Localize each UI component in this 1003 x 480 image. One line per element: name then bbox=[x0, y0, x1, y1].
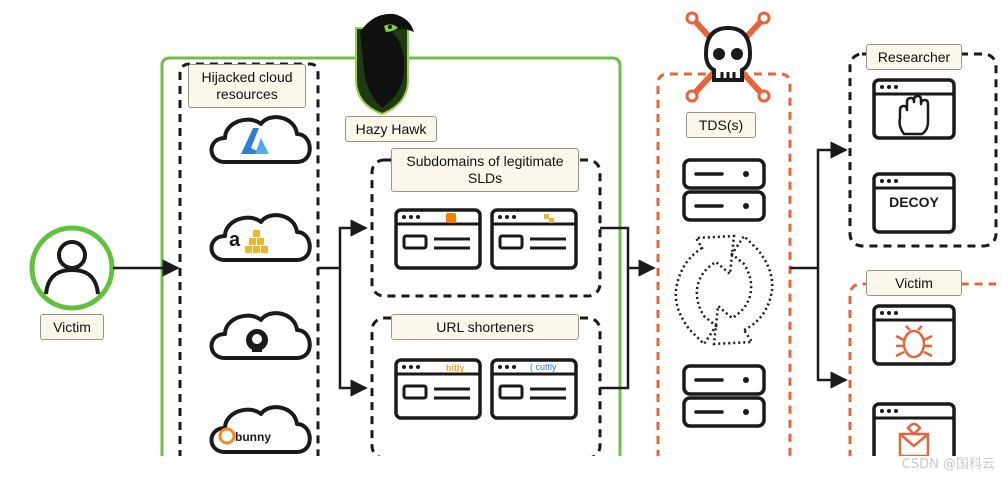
arrow-tds-to-researcher bbox=[790, 141, 848, 270]
refresh-arrows-icon bbox=[674, 234, 774, 346]
server-icon bbox=[682, 364, 766, 428]
bunny-cloud-icon bbox=[209, 405, 312, 454]
browser-window-malware bbox=[872, 304, 956, 366]
arrow-to-subdomains bbox=[318, 219, 368, 270]
azure-cloud-icon bbox=[209, 115, 312, 164]
hawk-logo-icon bbox=[355, 13, 414, 116]
hazy-hawk-label: Hazy Hawk bbox=[345, 116, 437, 142]
browser-window-decoy bbox=[872, 172, 956, 234]
browser-window-phishing bbox=[872, 402, 956, 464]
cuttly-brand: ( cuttly bbox=[530, 362, 557, 372]
tds-label: TDS(s) bbox=[686, 112, 756, 138]
browser-window-hand bbox=[872, 78, 956, 140]
hijacked-resources-label: Hijacked cloud resources bbox=[188, 64, 306, 108]
arrow-shorteners-to-tds bbox=[600, 268, 630, 390]
arrow-to-shorteners bbox=[338, 268, 368, 397]
arrow-tds-to-victim bbox=[816, 268, 848, 389]
svg-text:a: a bbox=[229, 229, 241, 251]
victim-right-label: Victim bbox=[866, 270, 962, 296]
arrow-subdomains-to-tds bbox=[600, 226, 656, 277]
bunny-brand: bunny bbox=[235, 430, 271, 444]
browser-window-blogger bbox=[394, 208, 482, 270]
subdomains-label: Subdomains of legitimate SLDs bbox=[391, 148, 579, 192]
skull-crossbones-icon bbox=[685, 11, 771, 103]
bitly-brand: bitly bbox=[446, 363, 465, 373]
victim-right-box bbox=[848, 282, 996, 458]
user-icon bbox=[44, 240, 100, 295]
github-cloud-icon bbox=[209, 311, 312, 360]
url-shorteners-label: URL shorteners bbox=[391, 314, 579, 340]
hand-stop-icon bbox=[898, 94, 930, 136]
victim-left-label: Victim bbox=[40, 314, 104, 340]
researcher-label: Researcher bbox=[866, 44, 962, 70]
browser-window-bitly bbox=[394, 358, 482, 420]
browser-window-cuttly bbox=[490, 358, 578, 420]
aws-cloud-icon: a bbox=[209, 213, 312, 262]
tds-box bbox=[656, 72, 792, 458]
browser-window-aws bbox=[490, 208, 578, 270]
bug-icon bbox=[895, 325, 933, 359]
server-icon bbox=[682, 158, 766, 222]
decoy-text: DECOY bbox=[889, 194, 939, 210]
watermark: CSDN @国科云 bbox=[901, 457, 995, 472]
